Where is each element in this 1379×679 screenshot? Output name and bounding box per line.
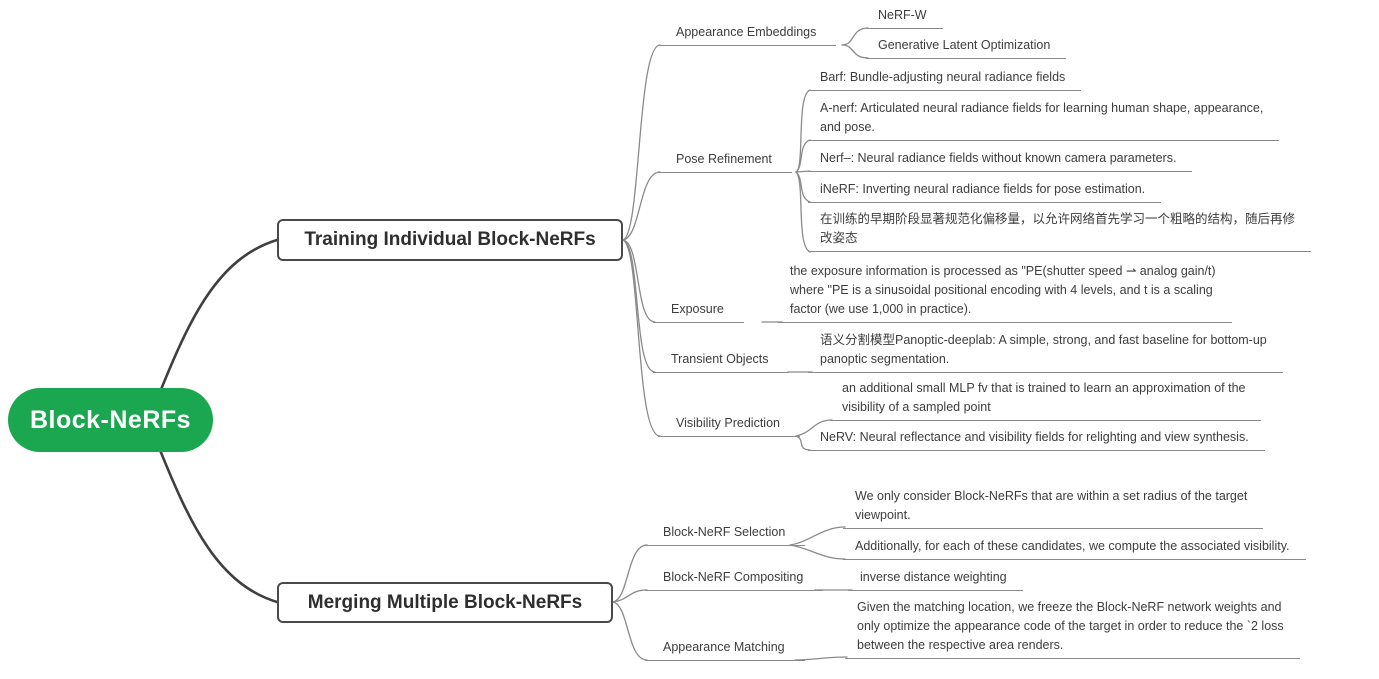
leaf-selection-radius-note[interactable]: We only consider Block-NeRFs that are wi… xyxy=(843,487,1264,529)
branch-topic-merging[interactable]: Merging Multiple Block-NeRFs xyxy=(277,582,613,623)
leaf-inverse-distance-weighting[interactable]: inverse distance weighting xyxy=(848,568,1023,591)
leaf-exposure-encoding-note[interactable]: the exposure information is processed as… xyxy=(778,262,1232,323)
subtopic-appearance-matching[interactable]: Appearance Matching xyxy=(645,638,805,661)
leaf-nerf-minus[interactable]: Nerf–: Neural radiance fields without kn… xyxy=(808,149,1193,172)
subtopic-pose-refinement[interactable]: Pose Refinement xyxy=(658,150,792,173)
leaf-barf[interactable]: Barf: Bundle-adjusting neural radiance f… xyxy=(808,68,1082,91)
subtopic-block-nerf-selection[interactable]: Block-NeRF Selection xyxy=(645,523,806,546)
main-branch-wires xyxy=(158,238,279,604)
leaf-generative-latent-optimization[interactable]: Generative Latent Optimization xyxy=(866,36,1067,59)
subtopic-block-nerf-compositing[interactable]: Block-NeRF Compositing xyxy=(645,568,824,591)
leaf-inerf[interactable]: iNeRF: Inverting neural radiance fields … xyxy=(808,180,1162,203)
leaf-selection-visibility-note[interactable]: Additionally, for each of these candidat… xyxy=(843,537,1306,560)
subtopic-transient-objects[interactable]: Transient Objects xyxy=(653,350,789,373)
leaf-panoptic-deeplab[interactable]: 语义分割模型Panoptic-deeplab: A simple, strong… xyxy=(808,331,1283,373)
branch-topic-training[interactable]: Training Individual Block-NeRFs xyxy=(277,219,623,261)
subtopic-exposure[interactable]: Exposure xyxy=(653,300,744,323)
sub-branch-wires xyxy=(612,27,869,661)
subtopic-visibility-prediction[interactable]: Visibility Prediction xyxy=(658,414,800,437)
leaf-nerv[interactable]: NeRV: Neural reflectance and visibility … xyxy=(808,428,1265,451)
leaf-pose-regularization-note[interactable]: 在训练的早期阶段显著规范化偏移量，以允许网络首先学习一个粗略的结构，随后再修 改… xyxy=(808,210,1312,252)
leaf-visibility-mlp-note[interactable]: an additional small MLP fv that is train… xyxy=(830,379,1262,421)
root-topic[interactable]: Block-NeRFs xyxy=(8,388,213,452)
leaf-nerf-w[interactable]: NeRF-W xyxy=(866,6,943,29)
leaf-a-nerf[interactable]: A-nerf: Articulated neural radiance fiel… xyxy=(808,99,1280,141)
leaf-appearance-matching-note[interactable]: Given the matching location, we freeze t… xyxy=(845,598,1300,659)
subtopic-appearance-embeddings[interactable]: Appearance Embeddings xyxy=(658,23,837,46)
